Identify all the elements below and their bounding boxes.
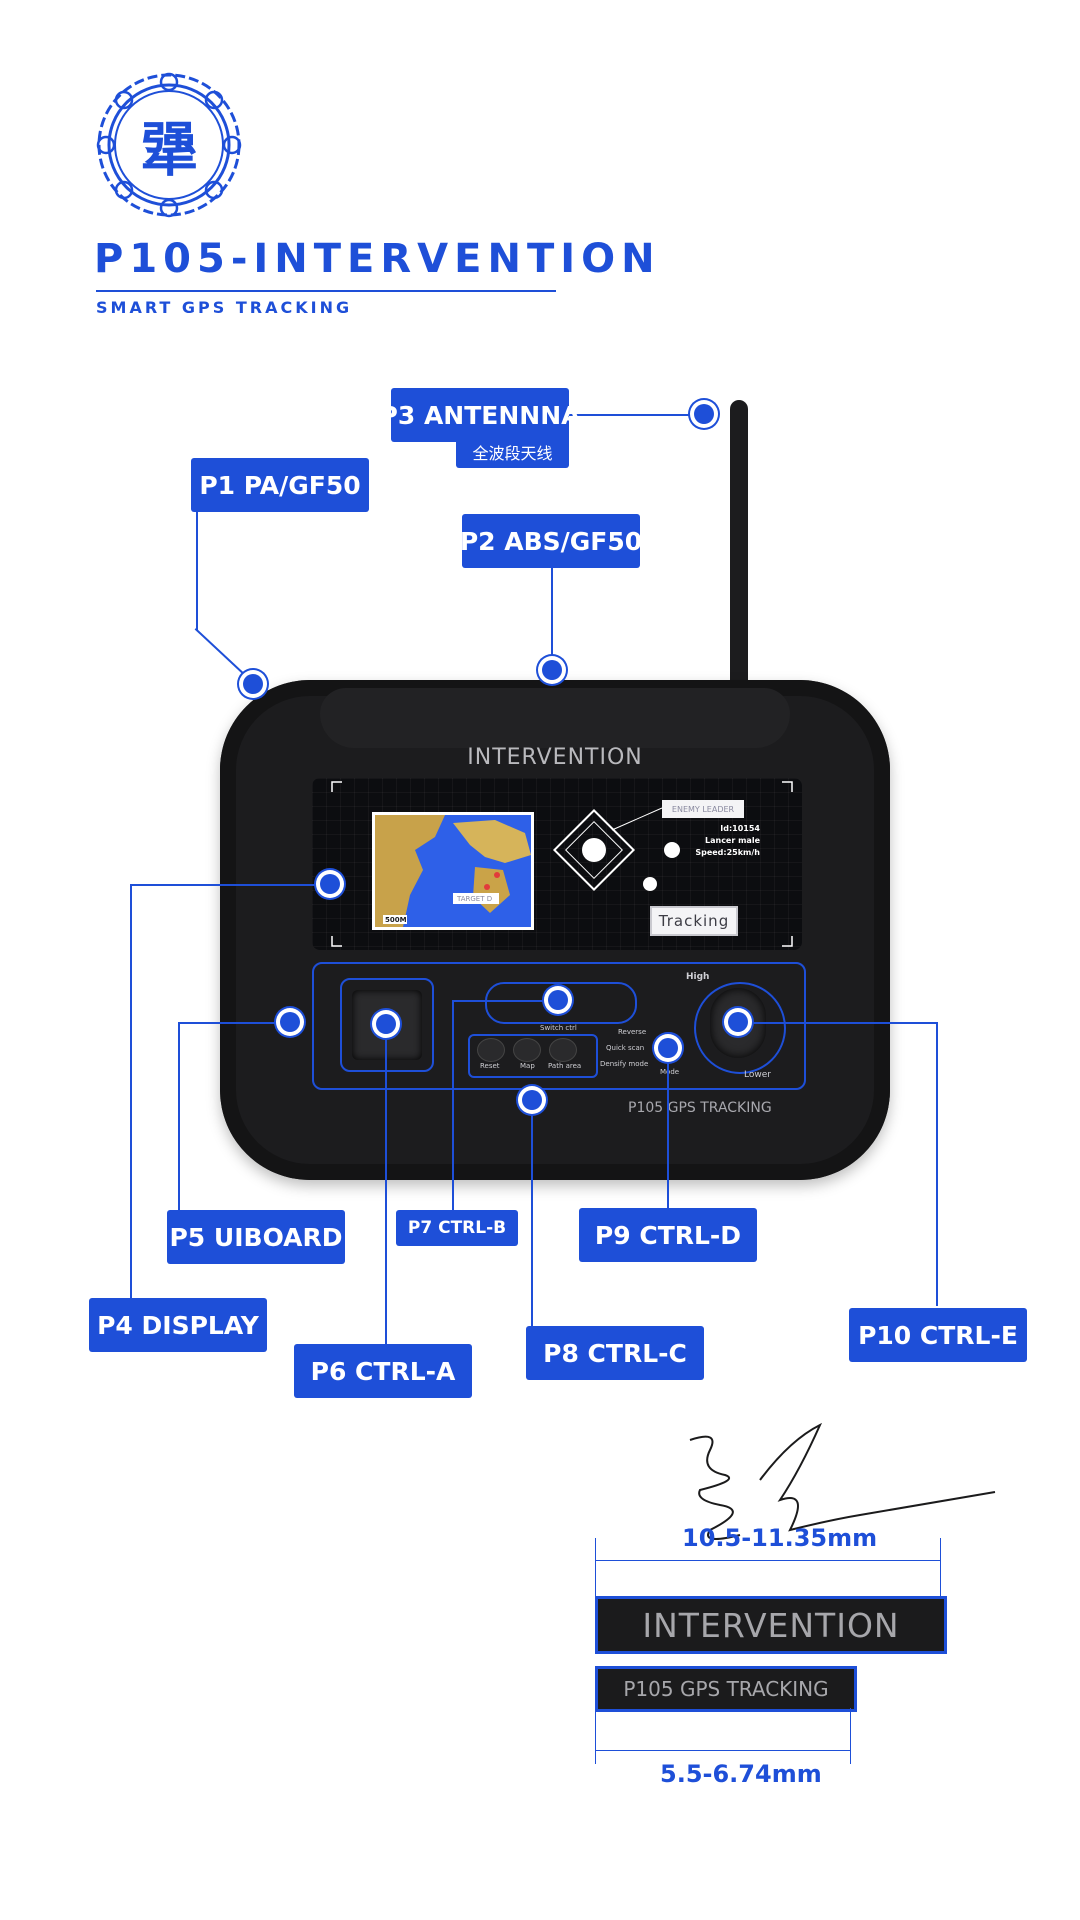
small-dimension: 5.5-6.74mm bbox=[660, 1760, 822, 1788]
device-model-label: P105 GPS TRACKING bbox=[628, 1100, 772, 1116]
p5-leader-v bbox=[178, 1022, 180, 1210]
p2-label: P2 ABS/GF50 bbox=[460, 514, 642, 568]
p8-dot bbox=[522, 1090, 542, 1110]
brand-seal-logo: 犟 bbox=[94, 70, 244, 220]
p9-leader-v bbox=[667, 1048, 669, 1208]
tracking-button[interactable]: Tracking bbox=[650, 906, 738, 936]
ctrl-a-dpad-button[interactable] bbox=[340, 978, 434, 1072]
p7-leader-v bbox=[452, 1000, 454, 1210]
p4-leader-h bbox=[130, 884, 332, 886]
p3-label: P3 ANTENNNA bbox=[380, 388, 580, 442]
large-dim-left-tick bbox=[595, 1538, 596, 1598]
p1-leader-line bbox=[196, 510, 198, 630]
large-dim-line bbox=[595, 1560, 941, 1561]
p7-dot bbox=[548, 990, 568, 1010]
p8-leader-v bbox=[531, 1100, 533, 1328]
enemy-leader-tag: ENEMY LEADER bbox=[662, 800, 744, 818]
screen-map-thumbnail: 500M TARGET D bbox=[372, 812, 534, 930]
p7-leader-h bbox=[452, 1000, 558, 1002]
lower-label: Lower bbox=[744, 1070, 771, 1080]
model-nameplate: P105 GPS TRACKING bbox=[595, 1666, 857, 1712]
map-button[interactable] bbox=[513, 1038, 541, 1062]
small-dim-right-tick bbox=[850, 1708, 851, 1764]
p9-label: P9 CTRL-D bbox=[579, 1208, 757, 1262]
p10-label: P10 CTRL-E bbox=[849, 1308, 1027, 1362]
intervention-nameplate: INTERVENTION bbox=[595, 1596, 947, 1654]
p4-dot bbox=[320, 874, 340, 894]
p5-leader-h bbox=[178, 1022, 290, 1024]
target-speed: Speed:25km/h bbox=[695, 848, 760, 857]
switch-ctrl-label: Switch ctrl bbox=[540, 1024, 577, 1032]
reset-button[interactable] bbox=[477, 1038, 505, 1062]
map-target-label: TARGET D bbox=[457, 895, 493, 903]
p3-leader-line bbox=[568, 414, 698, 416]
path-area-label: Path area bbox=[548, 1062, 582, 1070]
p2-leader-line bbox=[551, 566, 553, 668]
p10-leader-h bbox=[738, 1022, 938, 1024]
small-dim-left-tick bbox=[595, 1708, 596, 1764]
target-type: Lancer male bbox=[705, 836, 760, 845]
title-divider bbox=[96, 290, 556, 292]
densify-mode-label: Densify mode bbox=[600, 1060, 649, 1068]
button-group bbox=[468, 1034, 598, 1078]
p2-dot bbox=[542, 660, 562, 680]
large-dimension: 10.5-11.35mm bbox=[682, 1524, 878, 1552]
p8-label: P8 CTRL-C bbox=[526, 1326, 704, 1380]
p5-dot bbox=[280, 1012, 300, 1032]
p1-dot bbox=[243, 674, 263, 694]
p6-leader-v bbox=[385, 1024, 387, 1346]
p3-dot bbox=[694, 404, 714, 424]
device-top-bumper bbox=[320, 688, 790, 748]
p6-label: P6 CTRL-A bbox=[294, 1344, 472, 1398]
p1-leader-diag bbox=[194, 628, 249, 679]
target-info: Id:10154 Lancer male Speed:25km/h bbox=[690, 823, 760, 859]
p3-sublabel: 全波段天线 bbox=[456, 436, 569, 468]
p4-leader-v bbox=[130, 884, 132, 1298]
p4-label: P4 DISPLAY bbox=[89, 1298, 267, 1352]
p5-label: P5 UIBOARD bbox=[167, 1210, 345, 1264]
path-area-button[interactable] bbox=[549, 1038, 577, 1062]
handwritten-signature bbox=[680, 1420, 1000, 1560]
p10-leader-v bbox=[936, 1022, 938, 1306]
quick-scan-label: Quick scan bbox=[606, 1044, 645, 1052]
p6-dot bbox=[376, 1014, 396, 1034]
seal-glyph: 犟 bbox=[139, 116, 198, 184]
control-panel-outline bbox=[312, 962, 806, 1090]
page-subtitle: SMART GPS TRACKING bbox=[96, 298, 353, 317]
reverse-label: Reverse bbox=[618, 1028, 647, 1036]
target-id: Id:10154 bbox=[720, 824, 760, 833]
page-title: P105-INTERVENTION bbox=[94, 236, 661, 282]
mode-label: Mode bbox=[660, 1068, 680, 1076]
p7-label: P7 CTRL-B bbox=[396, 1210, 518, 1246]
map-scale-label: 500M bbox=[385, 916, 407, 924]
map-label: Map bbox=[520, 1062, 535, 1070]
small-dim-line bbox=[595, 1750, 851, 1751]
p10-dot bbox=[728, 1012, 748, 1032]
high-label: High bbox=[686, 972, 710, 982]
p9-dot bbox=[658, 1038, 678, 1058]
antenna bbox=[730, 400, 748, 700]
reset-label: Reset bbox=[480, 1062, 500, 1070]
large-dim-right-tick bbox=[940, 1538, 941, 1598]
p1-label: P1 PA/GF50 bbox=[191, 458, 369, 512]
ctrl-b-switch-slot[interactable] bbox=[485, 982, 637, 1024]
device-brand-label: INTERVENTION bbox=[467, 745, 643, 770]
